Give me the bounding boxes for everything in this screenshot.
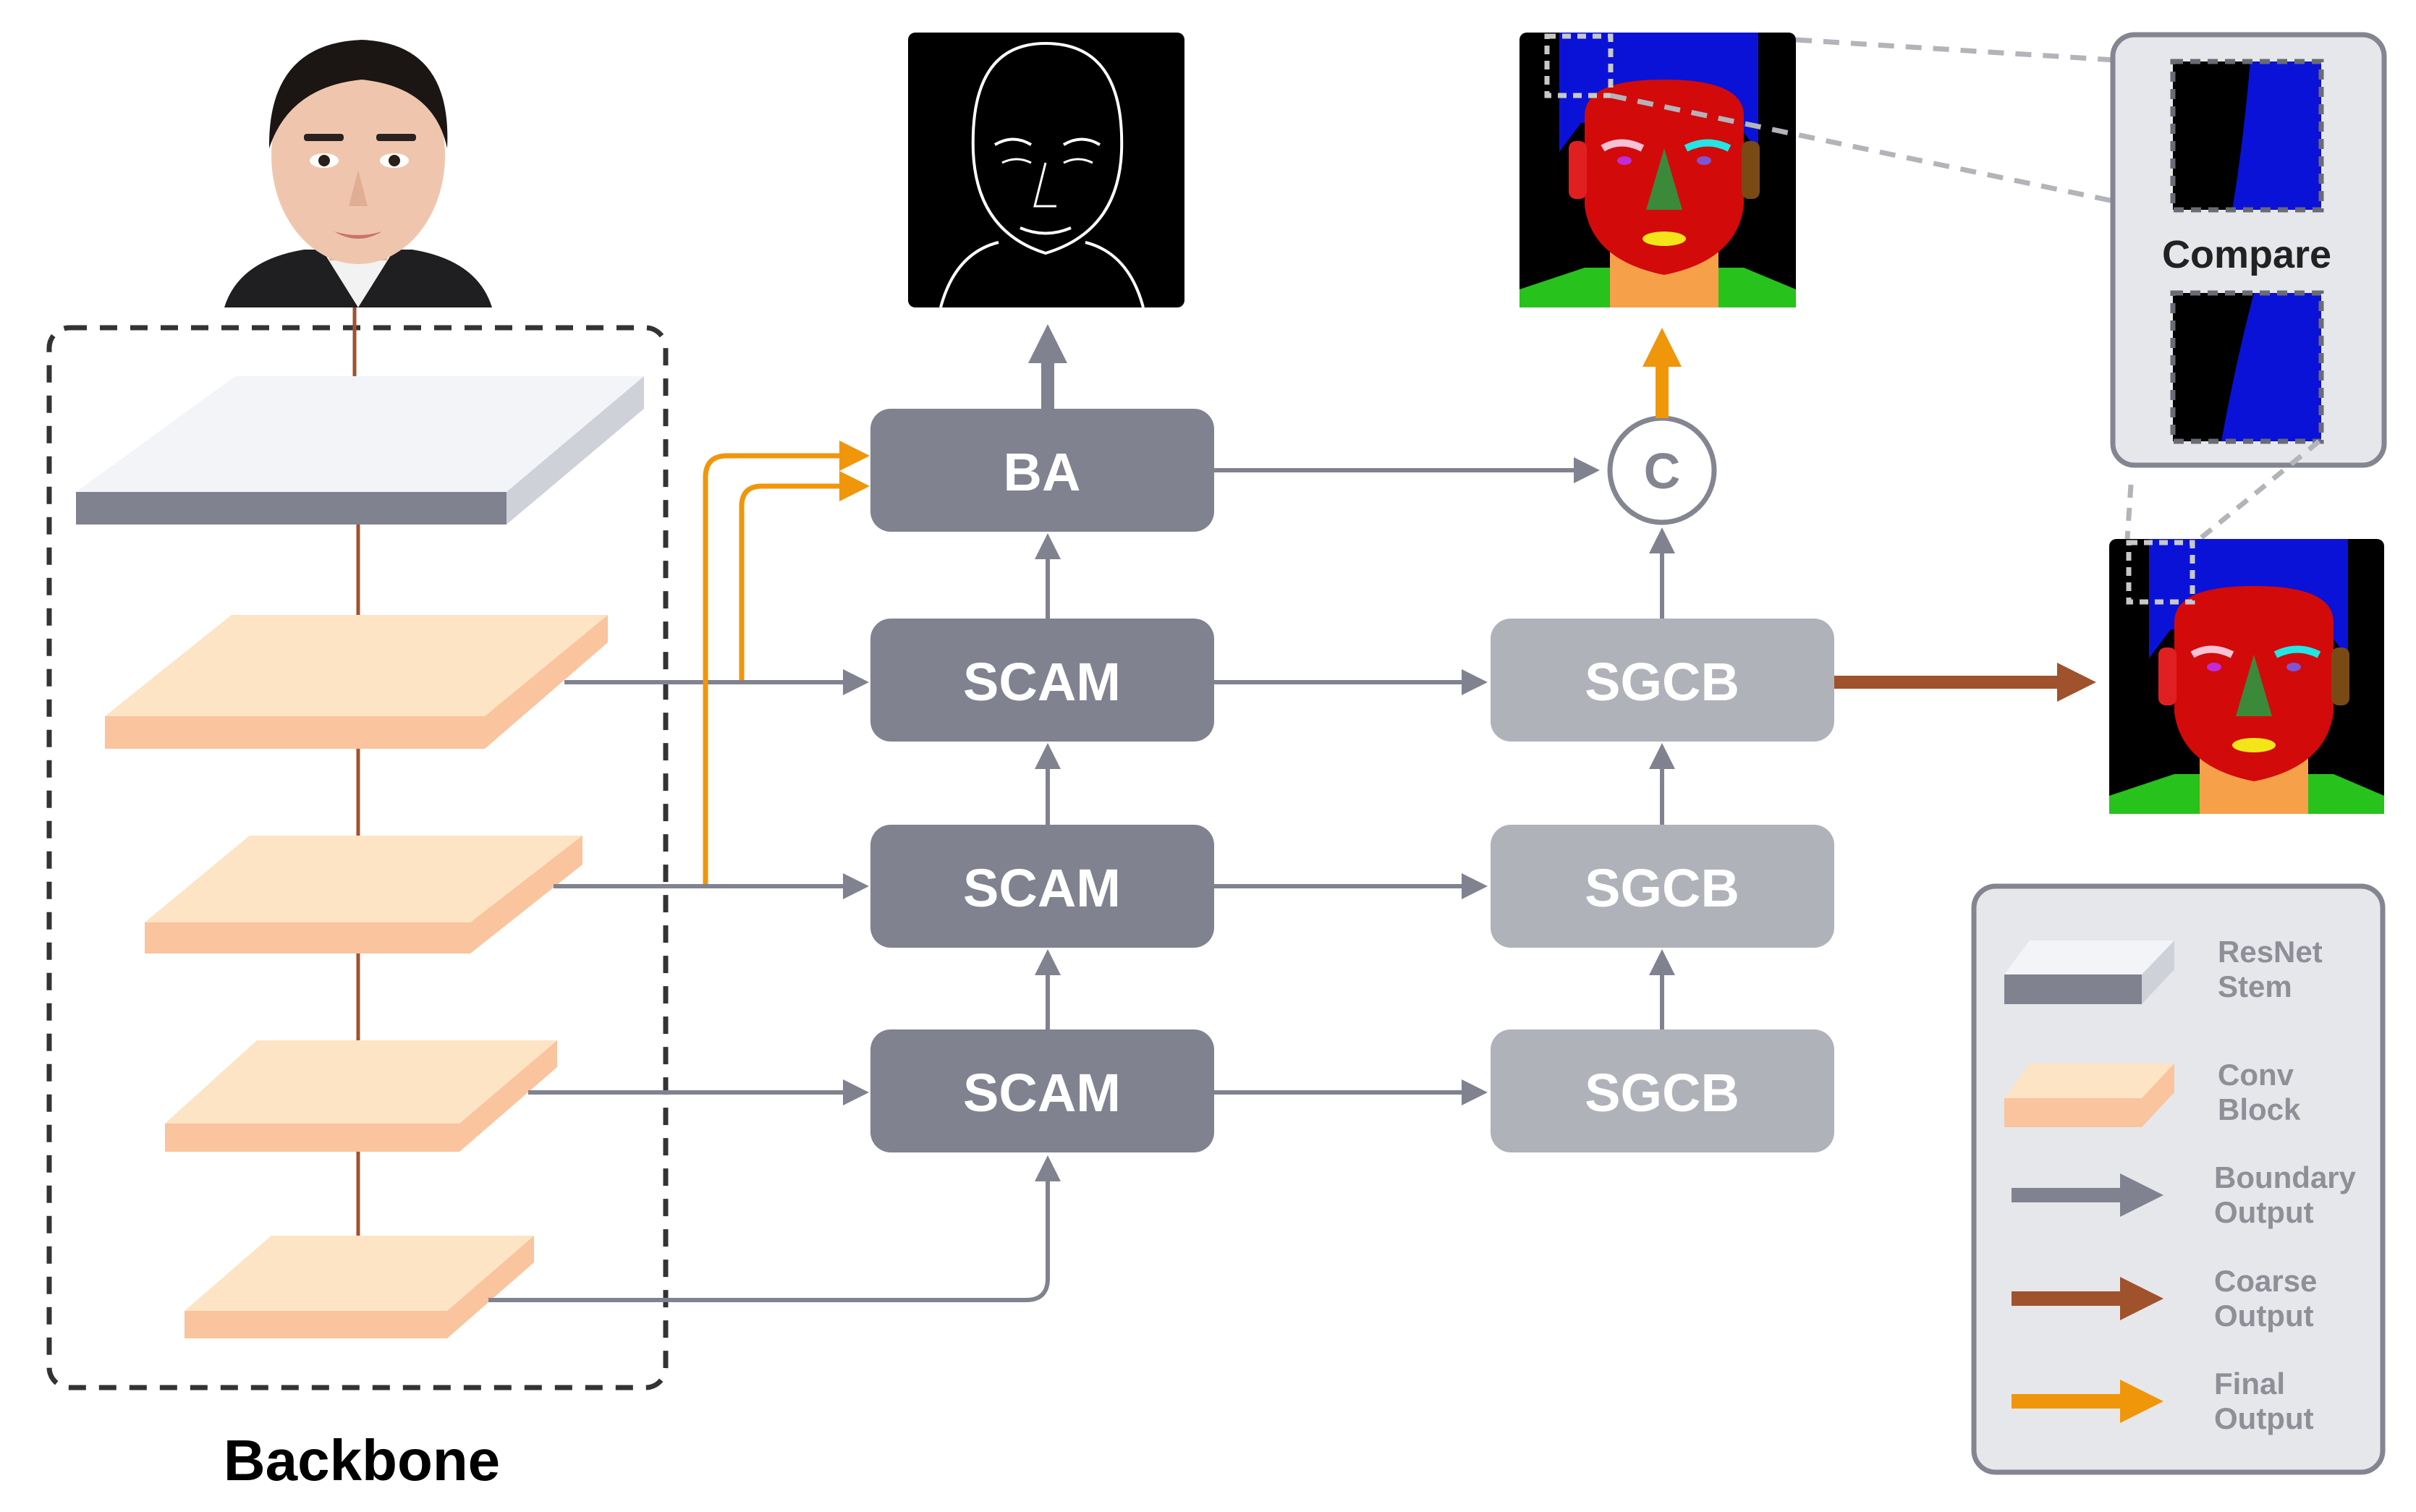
zoom-line-bottom xyxy=(1610,93,2173,216)
resnet-stem-layer xyxy=(76,376,644,524)
scam-label-1: SCAM xyxy=(963,652,1121,712)
legend-label-coarse-1: Coarse xyxy=(2214,1264,2317,1298)
backbone-box xyxy=(46,325,669,1390)
compare-patch-bottom xyxy=(2170,290,2324,444)
legend-icon-conv-block xyxy=(2004,1063,2174,1127)
sgcb-label-3: SGCB xyxy=(1585,1063,1739,1123)
scam-label-2: SCAM xyxy=(963,858,1121,918)
compare-patch-top xyxy=(2170,59,2324,213)
coarse-parsing-output xyxy=(2109,539,2384,814)
legend-label-final-1: Final xyxy=(2214,1367,2285,1401)
sgcb-label-2: SGCB xyxy=(1585,858,1739,918)
legend-label-final-2: Output xyxy=(2214,1401,2314,1435)
sgcb-block-1 xyxy=(1491,619,1834,742)
boundary-output-image xyxy=(908,33,1184,308)
sgcb-block-2 xyxy=(1491,825,1834,948)
conv2-to-ba-orange-arrow xyxy=(703,441,870,884)
zoom-line-coarse-left xyxy=(2124,484,2134,540)
legend-label-boundary-2: Output xyxy=(2214,1195,2314,1229)
zoom-line-coarse-right xyxy=(2197,439,2321,541)
sgcb-block-3 xyxy=(1491,1029,1834,1152)
scam-block-1 xyxy=(870,619,1214,742)
scam-block-3 xyxy=(870,1029,1214,1152)
conv4-to-scam3-arrow xyxy=(488,1155,1061,1302)
scam-label-3: SCAM xyxy=(963,1063,1121,1123)
conv1-to-ba-orange-arrow xyxy=(739,471,870,680)
conv-block-1 xyxy=(105,615,608,749)
backbone-label: Backbone xyxy=(224,1428,500,1492)
input-face-photo xyxy=(224,33,492,307)
conv-block-3 xyxy=(165,1040,557,1152)
legend-label-resnet-stem-1: ResNet xyxy=(2218,935,2323,969)
legend-label-coarse-2: Output xyxy=(2214,1299,2314,1333)
legend-label-conv-block-1: Conv xyxy=(2218,1058,2294,1092)
legend-label-boundary-1: Boundary xyxy=(2214,1160,2357,1194)
final-parsing-output xyxy=(1519,33,1796,307)
zoom-line-top xyxy=(1795,37,2173,67)
ba-block xyxy=(870,409,1214,532)
legend-label-conv-block-2: Block xyxy=(2218,1092,2301,1126)
concat-label: C xyxy=(1644,443,1681,499)
conv-block-2 xyxy=(145,836,582,954)
legend-label-resnet-stem-2: Stem xyxy=(2218,969,2292,1003)
conv-block-4 xyxy=(185,1236,534,1338)
sgcb-label-1: SGCB xyxy=(1585,652,1739,712)
ba-label: BA xyxy=(1004,442,1081,502)
legend-panel xyxy=(1971,883,2386,1475)
scam-block-2 xyxy=(870,825,1214,948)
legend-icon-resnet-stem xyxy=(2004,940,2174,1004)
compare-label: Compare xyxy=(2162,233,2331,276)
